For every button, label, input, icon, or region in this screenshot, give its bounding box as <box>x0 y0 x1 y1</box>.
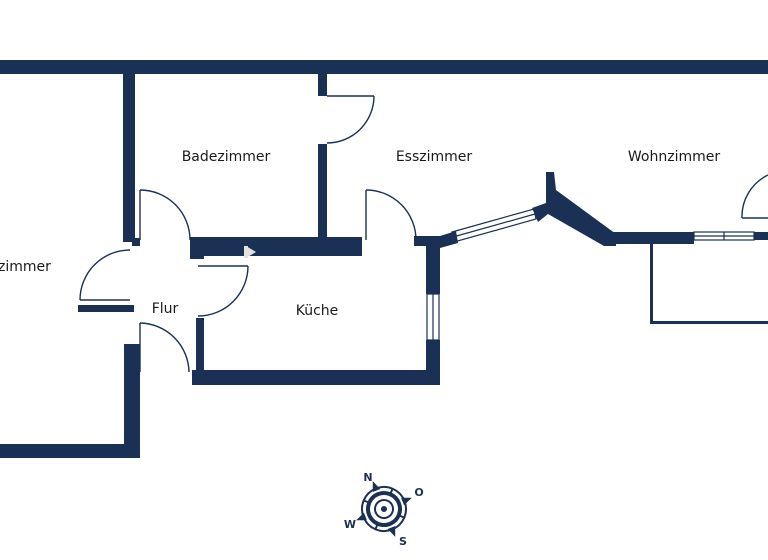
living-room-right-wall <box>754 232 768 240</box>
bathroom-right-wall-lower <box>318 144 327 240</box>
left-room-wall <box>123 74 135 242</box>
bay-wall-peak <box>532 172 616 246</box>
kitchen-left-wall <box>190 237 204 259</box>
flur-wall-stub-left <box>132 238 140 246</box>
kitchen-door <box>197 265 249 317</box>
left-room-door <box>79 249 131 301</box>
bathroom-bottom-wall <box>190 237 362 256</box>
balcony-left-wall <box>650 240 653 324</box>
room-label-kueche: Küche <box>296 303 339 319</box>
living-room-bottom-wall <box>612 232 694 244</box>
room-label-esszimmer: Esszimmer <box>396 149 473 165</box>
esszimmer-kitchen-door <box>365 189 417 241</box>
compass-rose-icon <box>356 481 412 537</box>
kitchen-bottom-wall <box>192 370 440 385</box>
room-label-badezimmer: Badezimmer <box>182 149 271 165</box>
bay-wall-left <box>440 231 458 248</box>
bay-window <box>451 208 537 243</box>
closet-stub-wall <box>78 305 134 312</box>
room-label-zimmer: zimmer <box>0 259 51 275</box>
doors <box>79 95 768 373</box>
bathroom-door <box>326 95 375 144</box>
kitchen-marker <box>246 246 256 258</box>
kitchen-right-wall-lower <box>426 340 440 385</box>
compass-east: O <box>414 486 423 499</box>
kitchen-marker-strip <box>244 246 248 258</box>
compass-south: S <box>399 535 407 548</box>
left-room-lower-wall <box>124 344 140 458</box>
top-exterior-wall <box>0 60 768 74</box>
room-label-wohnzimmer: Wohnzimmer <box>628 149 720 165</box>
living-room-door <box>741 174 768 219</box>
room-label-flur: Flur <box>152 301 179 317</box>
bathroom-right-wall <box>318 74 327 96</box>
bath-flur-door <box>139 189 191 241</box>
kitchen-corner <box>414 236 440 246</box>
compass-north: N <box>363 471 372 484</box>
room-labels: Badezimmer Esszimmer Wohnzimmer Küche Fl… <box>0 149 720 319</box>
walls <box>0 60 768 458</box>
compass-letters: N O S W <box>344 471 424 548</box>
flur-lower-door <box>139 322 190 373</box>
kitchen-right-wall <box>426 236 440 294</box>
balcony-bottom-wall <box>650 321 768 324</box>
kitchen-left-wall-lower <box>196 318 204 384</box>
compass-west: W <box>344 518 356 531</box>
left-room-bottom-wall <box>0 444 140 458</box>
windows <box>426 208 755 341</box>
